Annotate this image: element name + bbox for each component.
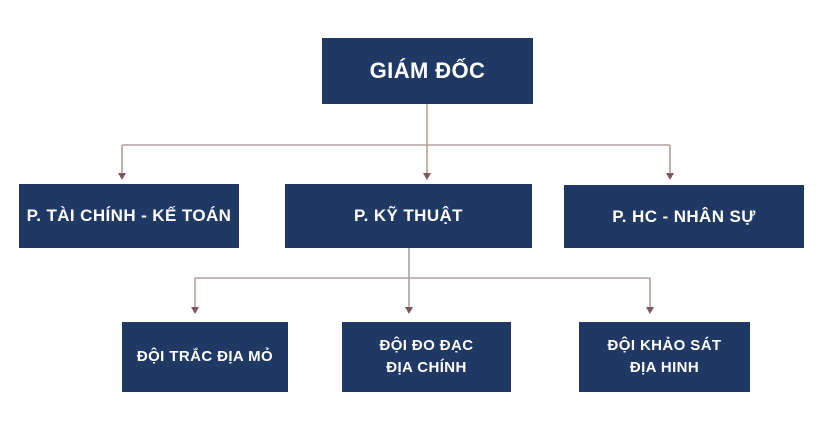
node-doi-khao-sat-dia-hinh: ĐỘI KHẢO SÁT ĐỊA HINH — [579, 322, 750, 392]
node-hc-nhan-su: P. HC - NHÂN SỰ — [564, 185, 804, 248]
node-doi-trac-dia-mo-label: ĐỘI TRẮC ĐỊA MỎ — [136, 348, 274, 365]
node-doi-khao-sat-line2: ĐỊA HINH — [629, 359, 700, 376]
connector-group-bottom — [191, 248, 654, 314]
node-doi-do-dac-line1: ĐỘI ĐO ĐẠC — [379, 337, 474, 354]
node-ky-thuat: P. KỸ THUẬT — [285, 184, 532, 248]
arrowhead-finance — [118, 173, 126, 180]
node-tai-chinh-ke-toan: P. TÀI CHÍNH - KẾ TOÁN — [19, 184, 239, 248]
node-doi-do-dac-line2: ĐỊA CHÍNH — [386, 359, 467, 376]
node-doi-khao-sat-line1: ĐỘI KHẢO SÁT — [607, 337, 722, 354]
node-hc-nhan-su-label: P. HC - NHÂN SỰ — [612, 206, 756, 226]
connector-group-top — [118, 104, 674, 180]
node-doi-do-dac-dia-chinh: ĐỘI ĐO ĐẠC ĐỊA CHÍNH — [342, 322, 511, 392]
node-doi-trac-dia-mo: ĐỘI TRẮC ĐỊA MỎ — [122, 322, 288, 392]
node-tai-chinh-ke-toan-label: P. TÀI CHÍNH - KẾ TOÁN — [26, 206, 232, 225]
arrowhead-hr — [666, 173, 674, 180]
arrowhead-team1 — [191, 307, 199, 314]
node-giam-doc: GIÁM ĐỐC — [322, 38, 533, 104]
arrowhead-technical — [423, 173, 431, 180]
arrowhead-team3 — [646, 307, 654, 314]
arrowhead-team2 — [405, 307, 413, 314]
node-ky-thuat-label: P. KỸ THUẬT — [354, 206, 463, 225]
node-giam-doc-label: GIÁM ĐỐC — [369, 58, 486, 83]
